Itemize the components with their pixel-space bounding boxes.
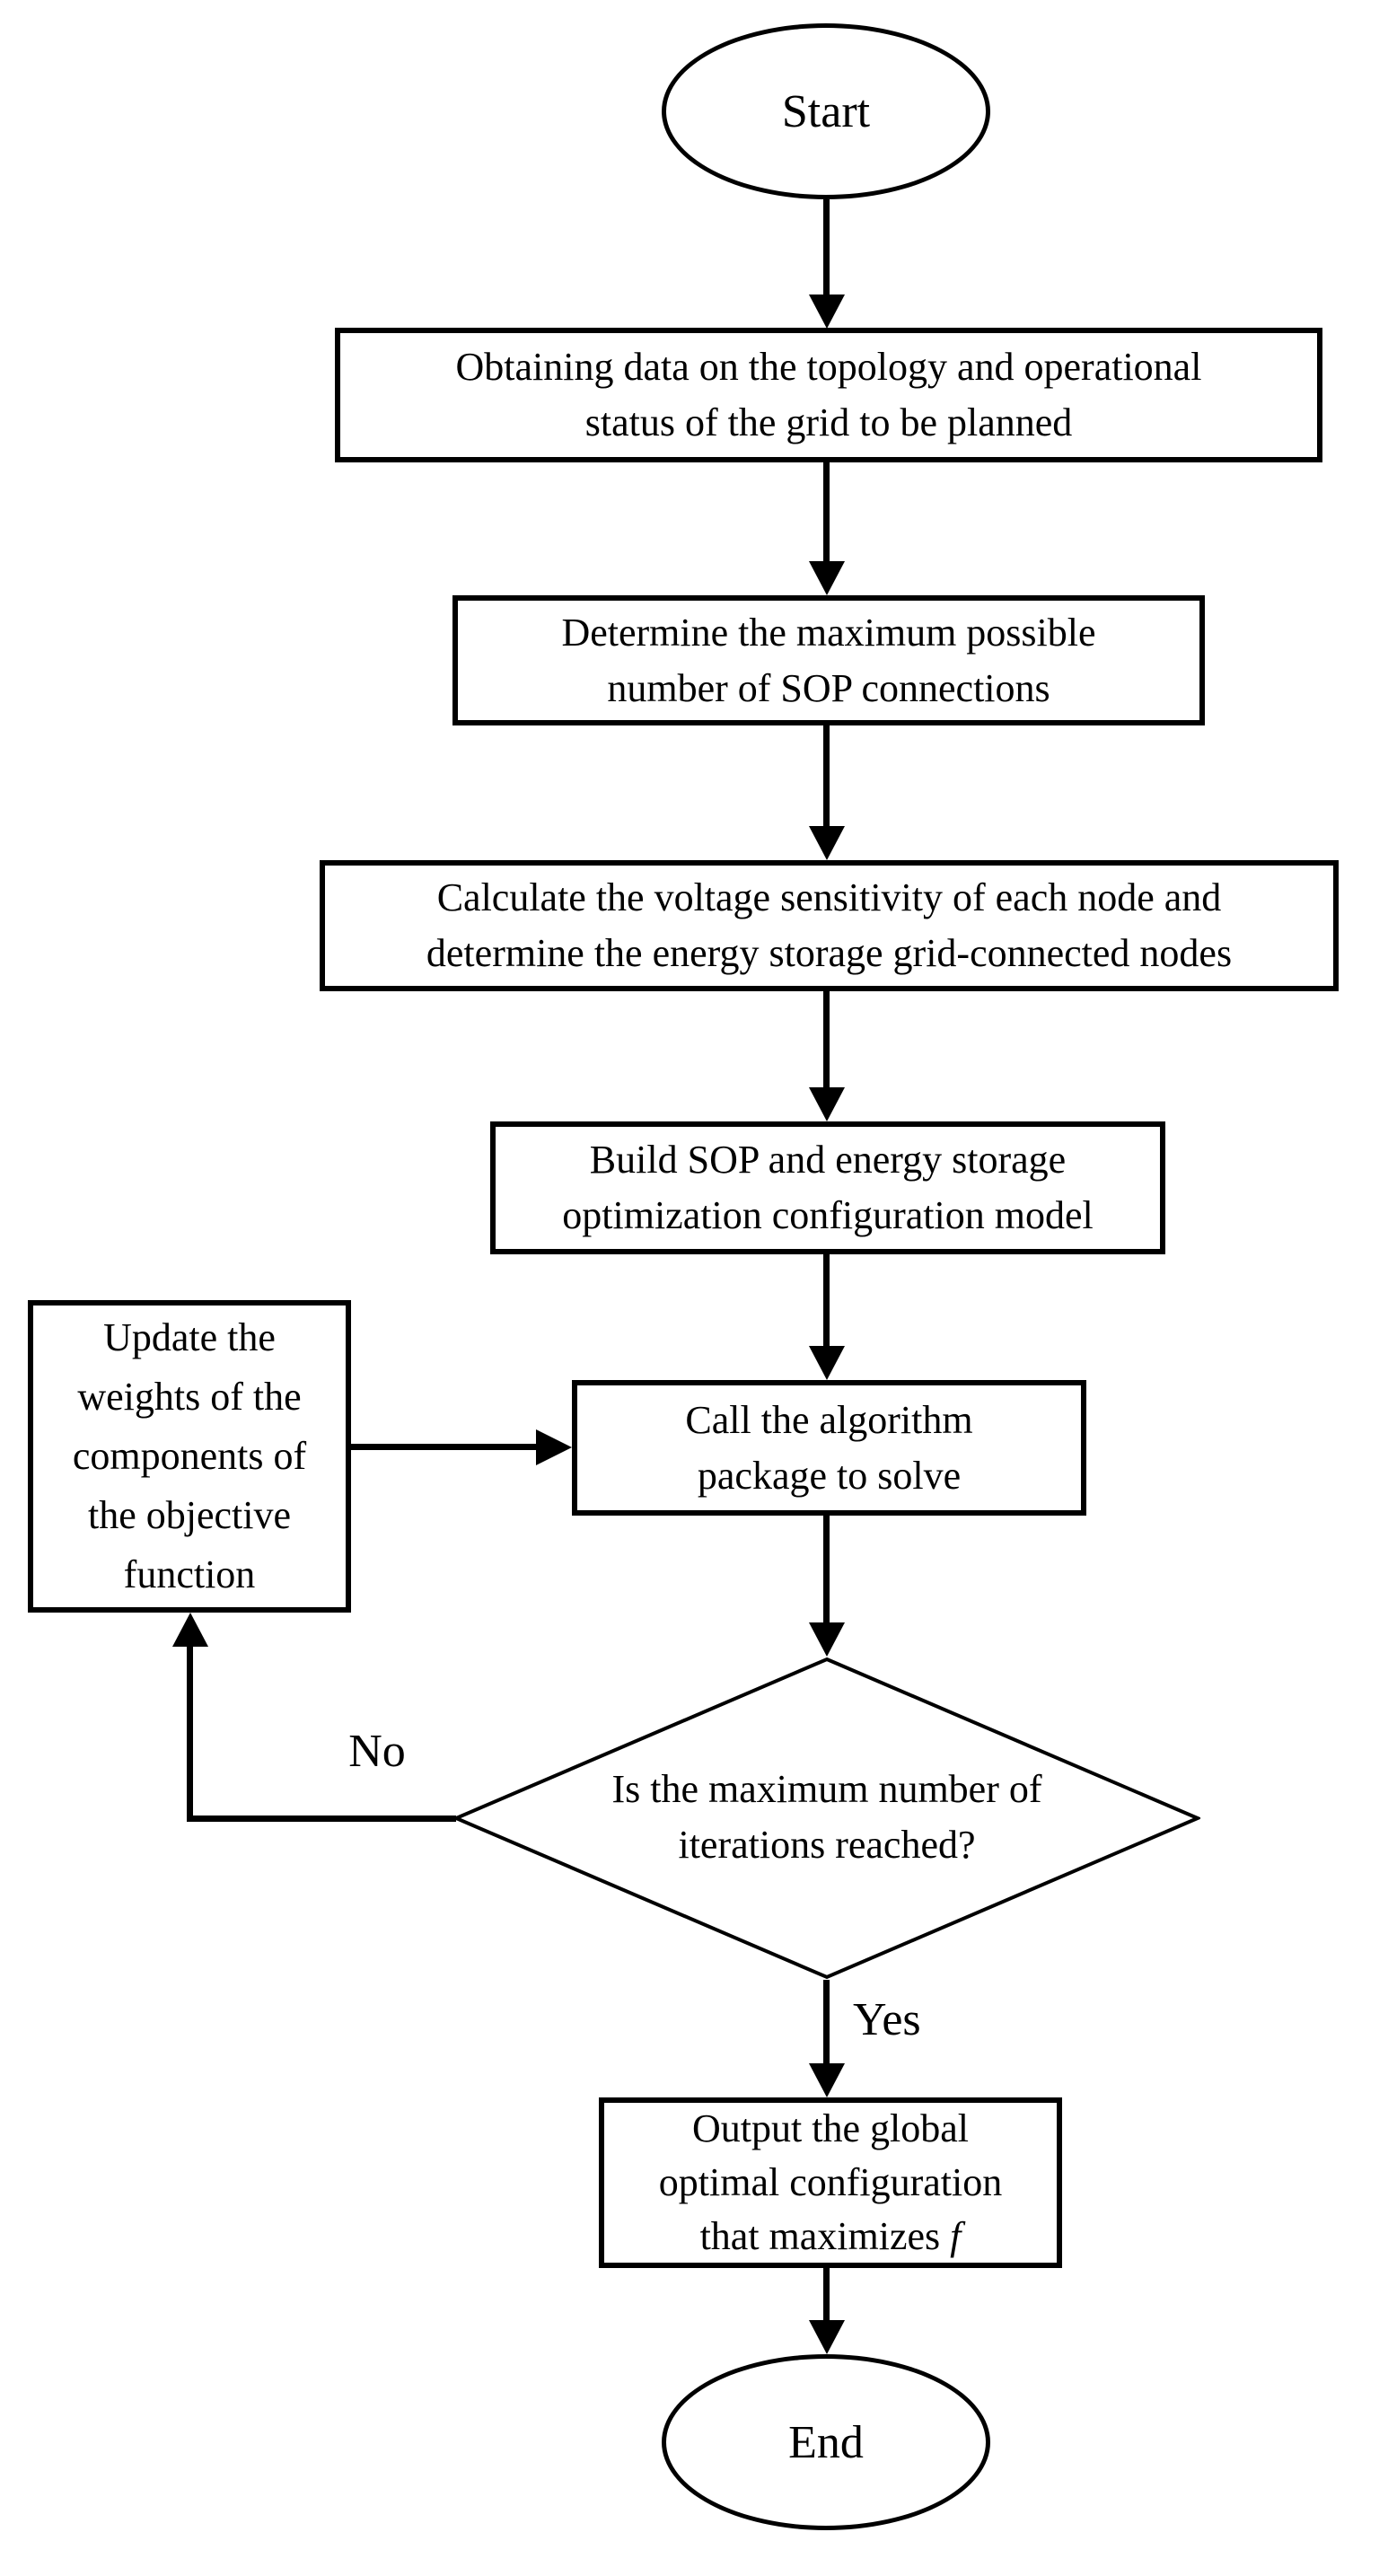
end-node: End: [662, 2354, 990, 2530]
process-box-output-line1: Output the global: [692, 2106, 969, 2150]
arrowhead-down-icon: [809, 561, 845, 595]
edge-no-vertical-line: [187, 1647, 193, 1822]
end-node-label: End: [788, 2416, 864, 2468]
process-box-sop-connections: Determine the maximum possible number of…: [452, 595, 1205, 725]
process-box-voltage-sensitivity: Calculate the voltage sensitivity of eac…: [320, 860, 1339, 991]
objective-function-symbol: f: [950, 2214, 962, 2258]
process-box-sop-connections-line2: number of SOP connections: [607, 665, 1050, 710]
process-box-output-line3: that maximizes f: [700, 2210, 962, 2264]
process-box-obtain-data: Obtaining data on the topology and opera…: [335, 328, 1322, 462]
edge-build-to-call-line: [823, 1254, 830, 1346]
process-box-obtain-data-line1: Obtaining data on the topology and opera…: [455, 345, 1202, 389]
process-box-update-weights-line3: components of: [72, 1434, 307, 1478]
process-box-obtain-data-line2: status of the grid to be planned: [584, 400, 1073, 444]
process-box-output: Output the global optimal configuration …: [599, 2097, 1062, 2268]
arrowhead-right-icon: [536, 1429, 572, 1465]
arrowhead-down-icon: [809, 826, 845, 860]
decision-diamond-text: Is the maximum number of iterations reac…: [453, 1762, 1200, 1873]
edge-start-to-obtain-line: [823, 199, 830, 295]
process-box-update-weights-line4: the objective: [87, 1493, 291, 1537]
decision-diamond-shape: [453, 1657, 1200, 1980]
process-box-build-model-line1: Build SOP and energy storage: [589, 1138, 1067, 1182]
process-box-voltage-sensitivity-line2: determine the energy storage grid-connec…: [426, 931, 1233, 975]
process-box-call-algorithm-line1: Call the algorithm: [685, 1397, 973, 1442]
yes-edge-label: Yes: [853, 1994, 921, 2045]
edge-no-horizontal-line: [187, 1816, 456, 1822]
process-box-call-algorithm: Call the algorithm package to solve: [572, 1380, 1086, 1516]
edge-call-to-decision-line: [823, 1516, 830, 1622]
decision-diamond-outline: [453, 1657, 1200, 1980]
process-box-build-model: Build SOP and energy storage optimizatio…: [490, 1121, 1165, 1254]
process-box-voltage-sensitivity-line1: Calculate the voltage sensitivity of eac…: [436, 875, 1222, 919]
arrowhead-down-icon: [809, 2320, 845, 2354]
process-box-output-line3-text: that maximizes: [699, 2214, 951, 2258]
arrowhead-down-icon: [809, 1622, 845, 1657]
arrowhead-down-icon: [809, 1346, 845, 1380]
start-node: Start: [662, 23, 990, 199]
process-box-update-weights-line1: Update the: [103, 1315, 276, 1359]
edge-yes-line: [823, 1980, 830, 2063]
process-box-call-algorithm-line2: package to solve: [697, 1453, 962, 1498]
edge-update-to-call-line: [351, 1444, 536, 1450]
start-node-label: Start: [781, 85, 871, 137]
edge-obtain-to-sop-line: [823, 462, 830, 561]
arrowhead-down-icon: [809, 1087, 845, 1121]
process-box-build-model-line2: optimization configuration model: [562, 1193, 1094, 1237]
process-box-output-line2: optimal configuration: [658, 2160, 1003, 2204]
edge-sop-to-voltage-line: [823, 725, 830, 826]
decision-diamond-line2: iterations reached?: [678, 1823, 976, 1867]
process-box-update-weights: Update the weights of the components of …: [28, 1300, 351, 1613]
edge-voltage-to-build-line: [823, 991, 830, 1087]
arrowhead-down-icon: [809, 2063, 845, 2097]
no-edge-label: No: [348, 1726, 406, 1777]
process-box-sop-connections-line1: Determine the maximum possible: [561, 610, 1096, 655]
arrowhead-down-icon: [809, 295, 845, 329]
process-box-update-weights-line5: function: [123, 1552, 256, 1596]
decision-diamond-line1: Is the maximum number of: [611, 1767, 1042, 1811]
edge-output-to-end-line: [823, 2268, 830, 2322]
arrowhead-up-icon: [172, 1613, 208, 1647]
process-box-update-weights-line2: weights of the: [77, 1375, 302, 1419]
